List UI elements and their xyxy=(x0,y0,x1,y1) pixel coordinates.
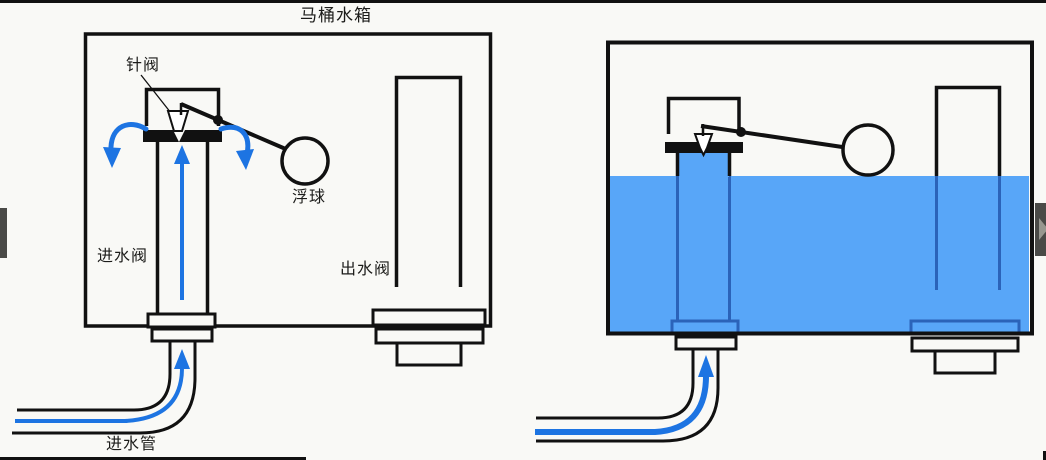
supply-flow-line xyxy=(15,367,184,423)
tank-outline xyxy=(83,32,493,328)
top-border xyxy=(0,0,1046,3)
fill-valve-body xyxy=(665,96,743,177)
needle-leader-line xyxy=(140,74,172,114)
lever-arm xyxy=(700,124,850,150)
inlet-pipe xyxy=(146,142,217,343)
fill-valve-body xyxy=(140,74,222,142)
float-ball xyxy=(841,123,895,177)
prev-frame-tab[interactable] xyxy=(0,208,7,258)
inlet-valve-label: 进水阀 xyxy=(97,248,149,265)
supply-flow-head xyxy=(174,349,190,369)
needle-valve-label: 针阀 xyxy=(126,57,161,74)
next-frame-tab[interactable] xyxy=(1035,203,1046,256)
inlet-pipe-label: 进水管 xyxy=(106,436,158,453)
bottom-right-mark xyxy=(1043,451,1046,460)
seat-gap xyxy=(173,130,185,142)
pivot-dot xyxy=(213,115,223,125)
outlet-flange-bottom xyxy=(374,327,485,345)
needle-valve-closed xyxy=(693,133,714,158)
flow-arrow-left-head xyxy=(103,147,121,168)
float-lever-assembly xyxy=(179,102,330,186)
outlet-stub xyxy=(933,349,997,375)
outflow-arrows xyxy=(103,122,254,170)
inlet-flange-bottom xyxy=(150,327,214,343)
water-fill xyxy=(610,176,1029,332)
flow-arrow-left xyxy=(108,122,149,150)
tank-outline xyxy=(606,40,1034,336)
supply-flow-head xyxy=(698,355,714,377)
outlet-valve-tube xyxy=(910,85,1020,375)
panel-tank-filling xyxy=(12,32,493,435)
panel-tank-full xyxy=(535,40,1034,443)
float-ball xyxy=(280,136,330,186)
outlet-stub xyxy=(395,341,463,367)
outlet-flange-bottom xyxy=(910,336,1020,353)
supply-flow-line xyxy=(535,375,709,435)
outlet-valve-tube xyxy=(371,75,487,367)
outlet-flange-top xyxy=(371,308,487,327)
pivot-dot xyxy=(736,127,746,137)
arrow-right-icon xyxy=(1039,218,1046,240)
outlet-valve-label: 出水阀 xyxy=(340,261,392,278)
bottom-border xyxy=(0,457,306,460)
supply-pipe-curve xyxy=(535,335,738,443)
supply-pipe-curve xyxy=(12,341,197,435)
outlet-flange-top-full xyxy=(909,319,1021,335)
float-ball-label: 浮球 xyxy=(292,189,327,206)
flow-arrow-right xyxy=(218,125,251,157)
tank-title-label: 马桶水箱 xyxy=(300,6,372,25)
float-lever-assembly xyxy=(700,123,895,177)
inlet-flange-top xyxy=(146,312,217,329)
valve-seat-bar xyxy=(143,130,222,142)
flow-arrow-up-head xyxy=(174,145,190,164)
needle-valve xyxy=(166,110,190,132)
inlet-flange-bottom xyxy=(674,335,738,351)
inlet-flange-top-full xyxy=(670,319,740,335)
flow-arrow-right-head xyxy=(236,149,254,170)
